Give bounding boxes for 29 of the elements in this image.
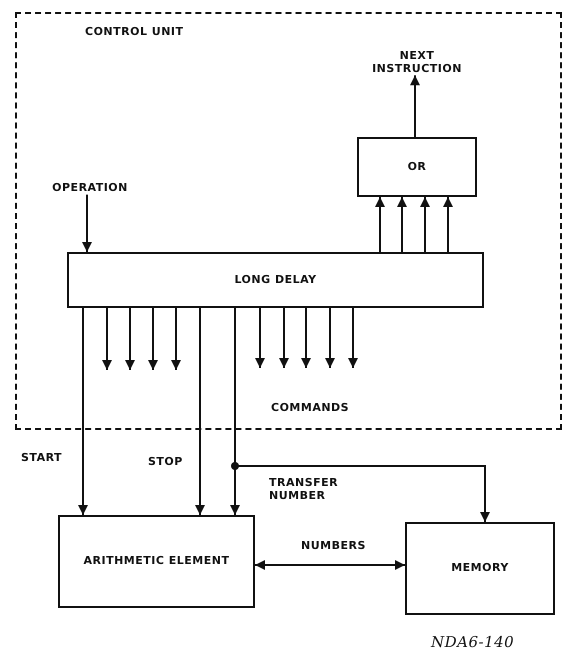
arrow [82, 194, 92, 252]
arrow [348, 308, 358, 368]
arrow [148, 308, 158, 370]
or-gate-box [357, 137, 477, 197]
arrow [102, 308, 112, 370]
arrow [195, 308, 205, 515]
arrow [255, 560, 405, 570]
arrow [255, 308, 265, 368]
arrow [375, 197, 385, 252]
box-label: LONG DELAY [234, 274, 317, 286]
box-label: MEMORY [451, 562, 509, 575]
process-box [58, 515, 255, 608]
arrow [397, 197, 407, 252]
box-label: OR [408, 160, 426, 174]
group-title: CONTROL UNIT [85, 26, 184, 39]
arrow [171, 308, 181, 370]
process-box [405, 522, 555, 615]
arrow [420, 197, 430, 252]
arrow [125, 308, 135, 370]
arrow [279, 308, 289, 368]
node-label: NEXT INSTRUCTION [362, 50, 472, 76]
arrow [410, 75, 420, 137]
box-label: ARITHMETIC ELEMENT [84, 555, 230, 568]
control-unit-boundary [15, 12, 562, 430]
arrow [78, 308, 88, 515]
arrow [325, 308, 335, 368]
arrow [443, 197, 453, 252]
node-label: OPERATION [40, 182, 140, 195]
arrow [301, 308, 311, 368]
